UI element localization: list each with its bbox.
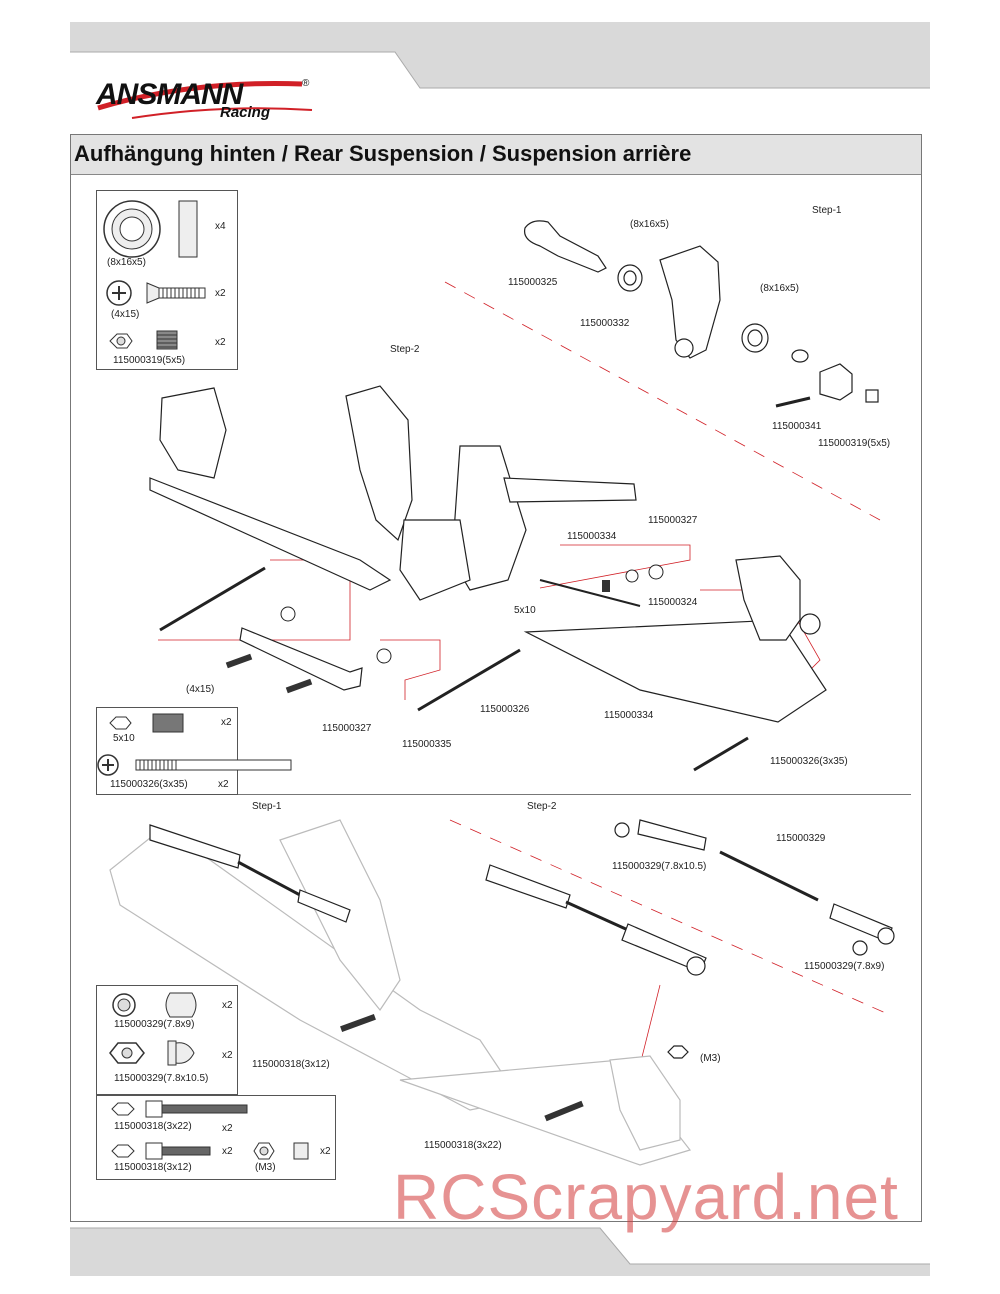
step1-hub-assembly	[523, 220, 879, 408]
brand-sub: Racing	[220, 104, 271, 121]
callout-bearing-1: (8x16x5)	[630, 219, 669, 230]
screw-side-icon	[146, 282, 206, 304]
ball-side-icon	[165, 992, 197, 1018]
callout-115000329: 115000329	[776, 833, 826, 844]
grub-qty: x2	[221, 717, 232, 728]
grub-screw-icon	[152, 713, 184, 733]
screw2-label: 115000318(3x12)	[114, 1162, 192, 1173]
ball1-label: 115000329(7.8x9)	[114, 1019, 195, 1030]
pin-drawing	[97, 754, 292, 776]
step-2-top: Step-2	[390, 344, 420, 355]
grub-label: 5x10	[113, 733, 135, 744]
parts-box-2: 5x10 x2	[96, 707, 238, 795]
callout-115000334-a: 115000334	[567, 531, 617, 542]
bearing-label: (8x16x5)	[107, 257, 146, 268]
grub-nut-icon	[109, 716, 132, 730]
callout-115000341: 115000341	[772, 421, 822, 432]
socket-head-icon	[111, 1102, 135, 1116]
nut-label: (M3)	[255, 1162, 276, 1173]
logo-swoosh-icon	[97, 81, 313, 119]
bushings	[280, 564, 664, 664]
watermark: RCScrapyard.net	[393, 1161, 899, 1233]
screw-head-icon	[106, 280, 132, 306]
callout-115000318-3x22: 115000318(3x22)	[424, 1140, 502, 1151]
step-1-bottom: Step-1	[252, 801, 282, 812]
callout-115000325: 115000325	[508, 277, 558, 288]
step2-chassis	[149, 385, 827, 772]
socket-head-icon	[111, 1144, 135, 1158]
section-divider	[96, 794, 911, 795]
brand-name: ANSMANN	[96, 78, 243, 111]
callout-115000326-3x35: 115000326(3x35)	[770, 756, 848, 767]
parts-box-1: (8x16x5) x4 (4x15) x2 115000319(5x5) x2	[96, 190, 238, 370]
parts-box-3-drawing	[109, 992, 309, 1160]
grub-screw-icon	[156, 330, 178, 350]
callout-115000326: 115000326	[480, 704, 530, 715]
ball1-qty: x2	[222, 1000, 233, 1011]
page-title: Aufhängung hinten / Rear Suspension / Su…	[74, 141, 692, 166]
brand-registered: ®	[302, 78, 310, 89]
callout-bearing-2: (8x16x5)	[760, 283, 799, 294]
bearing-icon	[103, 200, 161, 258]
page-frame	[70, 134, 922, 1222]
nut-qty: x2	[320, 1146, 331, 1157]
ball2-qty: x2	[222, 1050, 233, 1061]
assembly-guides	[444, 281, 891, 1016]
header-band	[70, 22, 930, 89]
grub-nut-icon	[109, 333, 133, 349]
callout-115000319: 115000319(5x5)	[818, 438, 891, 449]
grub-label: 115000319(5x5)	[113, 355, 186, 366]
callout-115000334-b: 115000334	[604, 710, 654, 721]
bottom-screws	[340, 1014, 584, 1122]
callout-m3: (M3)	[700, 1053, 721, 1064]
ball2-label: 115000329(7.8x10.5)	[114, 1073, 209, 1084]
screw-qty: x2	[215, 288, 226, 299]
title-bar	[70, 134, 922, 175]
callout-115000329-7.8x9: 115000329(7.8x9)	[804, 961, 885, 972]
callout-115000318-3x12: 115000318(3x12)	[252, 1059, 330, 1070]
pin-screw-icon	[135, 759, 292, 771]
step-1-top: Step-1	[812, 205, 842, 216]
parts-box-1-drawing	[103, 200, 206, 350]
turnbuckle-assemblies	[149, 819, 895, 1059]
parts-box-2-drawing	[109, 713, 184, 733]
nut-side-icon	[293, 1142, 309, 1160]
callout-5x10: 5x10	[514, 605, 536, 616]
small-hardware	[225, 580, 610, 694]
screw-label: (4x15)	[111, 309, 140, 320]
bearing-side-icon	[178, 200, 198, 258]
pin-label: 115000326(3x35)	[110, 779, 188, 790]
screw1-qty: x2	[222, 1123, 233, 1134]
callout-115000329-7.8x10.5: 115000329(7.8x10.5)	[612, 861, 707, 872]
bearing-qty: x4	[215, 221, 226, 232]
pin-qty: x2	[218, 779, 229, 790]
screw2-qty: x2	[222, 1146, 233, 1157]
screw1-label: 115000318(3x22)	[114, 1121, 192, 1132]
callout-115000332: 115000332	[580, 318, 630, 329]
hex-ball-side-icon	[167, 1040, 195, 1066]
callout-115000335: 115000335	[402, 739, 452, 750]
step-bottom-ghost-chassis	[109, 819, 692, 1166]
callout-4x15: (4x15)	[186, 684, 215, 695]
step-2-bottom: Step-2	[527, 801, 557, 812]
brand-logo: ANSMANN ® Racing	[92, 74, 322, 130]
callout-115000327-a: 115000327	[648, 515, 698, 526]
callout-115000324: 115000324	[648, 597, 698, 608]
parts-box-3	[96, 985, 238, 1095]
callout-115000327-b: 115000327	[322, 723, 372, 734]
grub-qty: x2	[215, 337, 226, 348]
footer-band	[70, 1227, 930, 1276]
